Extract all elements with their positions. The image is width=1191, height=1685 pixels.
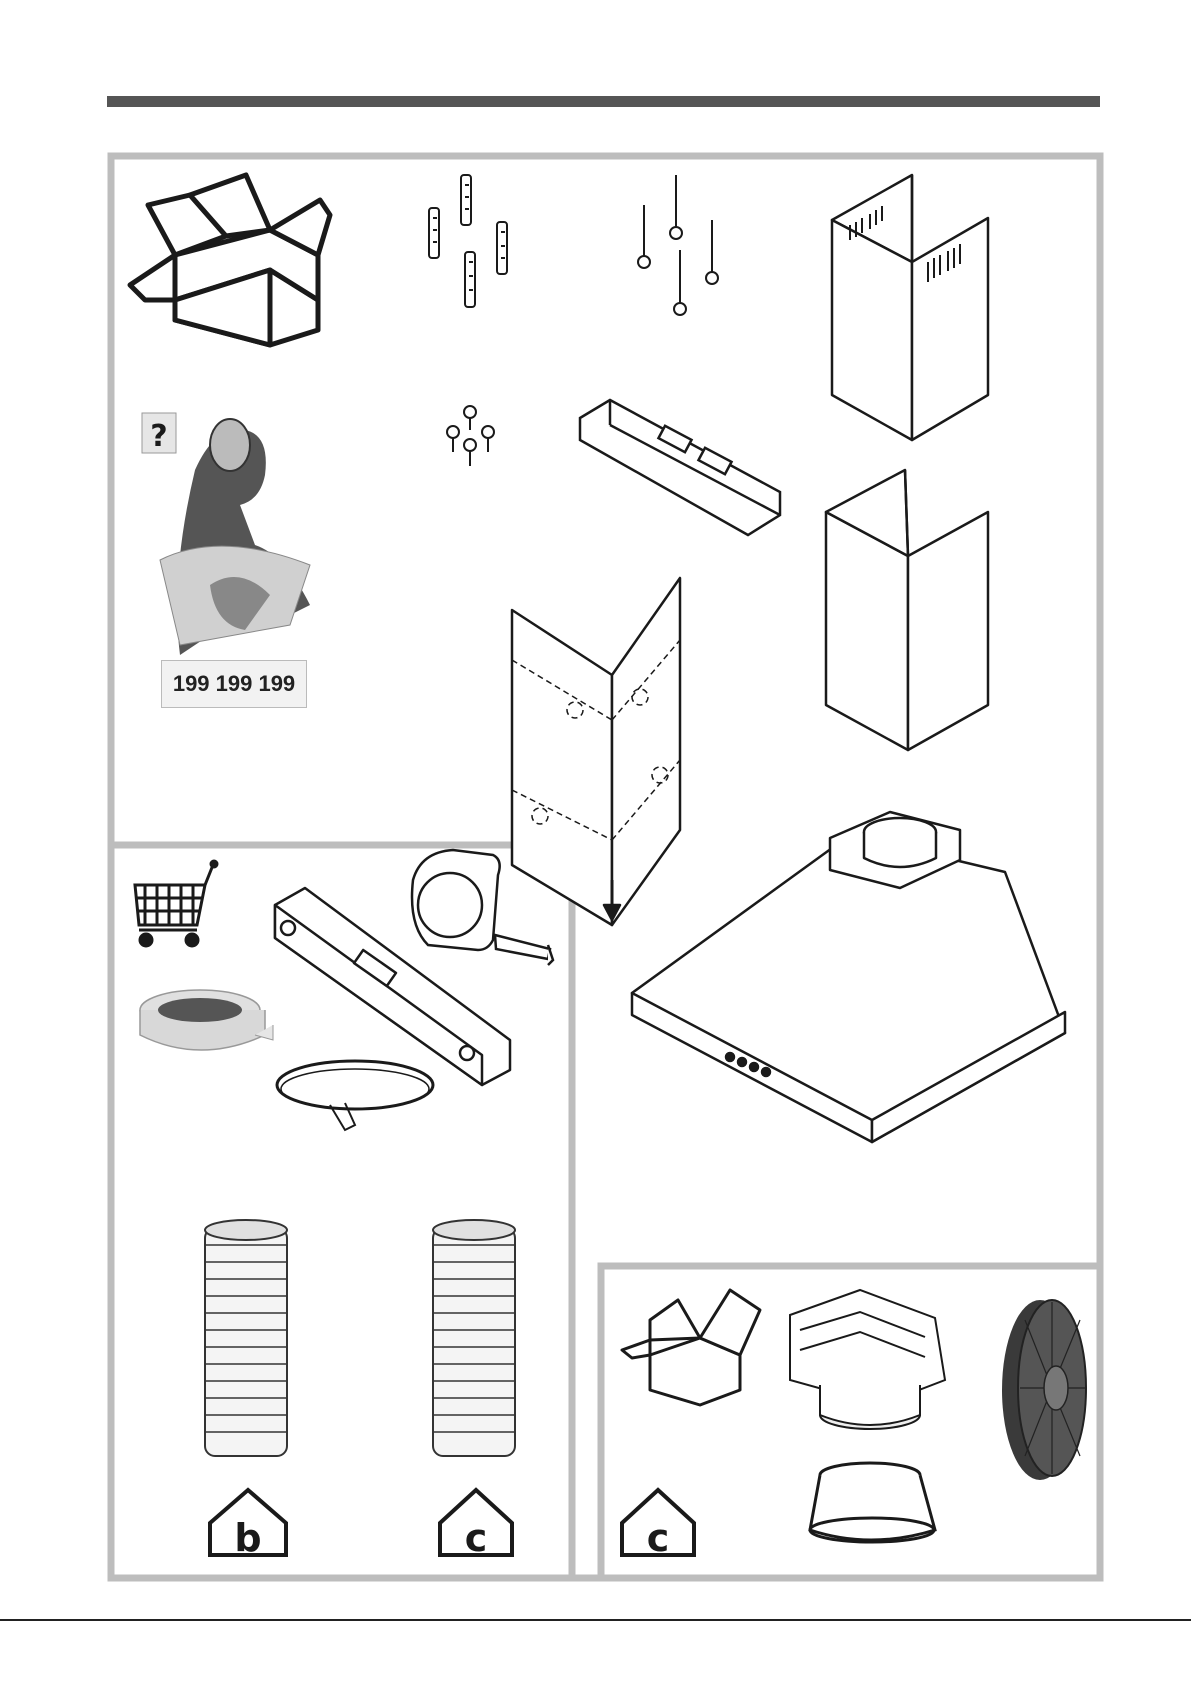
house-c-kit-icon: c: [622, 1490, 694, 1560]
service-phone-number: 199 199 199: [161, 660, 307, 708]
house-c-letter: c: [465, 1516, 488, 1560]
mounting-bracket-icon: [580, 400, 780, 535]
house-c-kit-letter: c: [647, 1516, 670, 1560]
question-mark: ?: [150, 419, 167, 454]
kit-box-icon: [622, 1290, 760, 1405]
footer-rule: [0, 1619, 1191, 1621]
house-b-letter: b: [234, 1516, 261, 1560]
carbon-filter-icon: [1002, 1300, 1086, 1480]
tape-roll-icon: [140, 990, 273, 1050]
deflector-icon: [790, 1290, 945, 1429]
reduction-ring-icon: [810, 1463, 935, 1542]
lower-chimney-icon: [826, 470, 988, 750]
house-c-icon: c: [440, 1490, 512, 1560]
packaging-box-icon: [130, 175, 330, 345]
hose-clamp-icon: [277, 1061, 433, 1130]
house-b-icon: b: [210, 1490, 286, 1560]
shopping-cart-icon: [135, 861, 217, 946]
flexible-duct-left-icon: [205, 1220, 287, 1456]
upper-chimney-icon: [832, 175, 988, 440]
long-screws-icon: [638, 175, 718, 315]
flexible-duct-right-icon: [433, 1220, 515, 1456]
drilling-template-icon: [512, 578, 680, 925]
cooker-hood-icon: [632, 812, 1065, 1142]
small-screws-icon: [447, 406, 494, 466]
wall-plugs-icon: [429, 175, 507, 307]
